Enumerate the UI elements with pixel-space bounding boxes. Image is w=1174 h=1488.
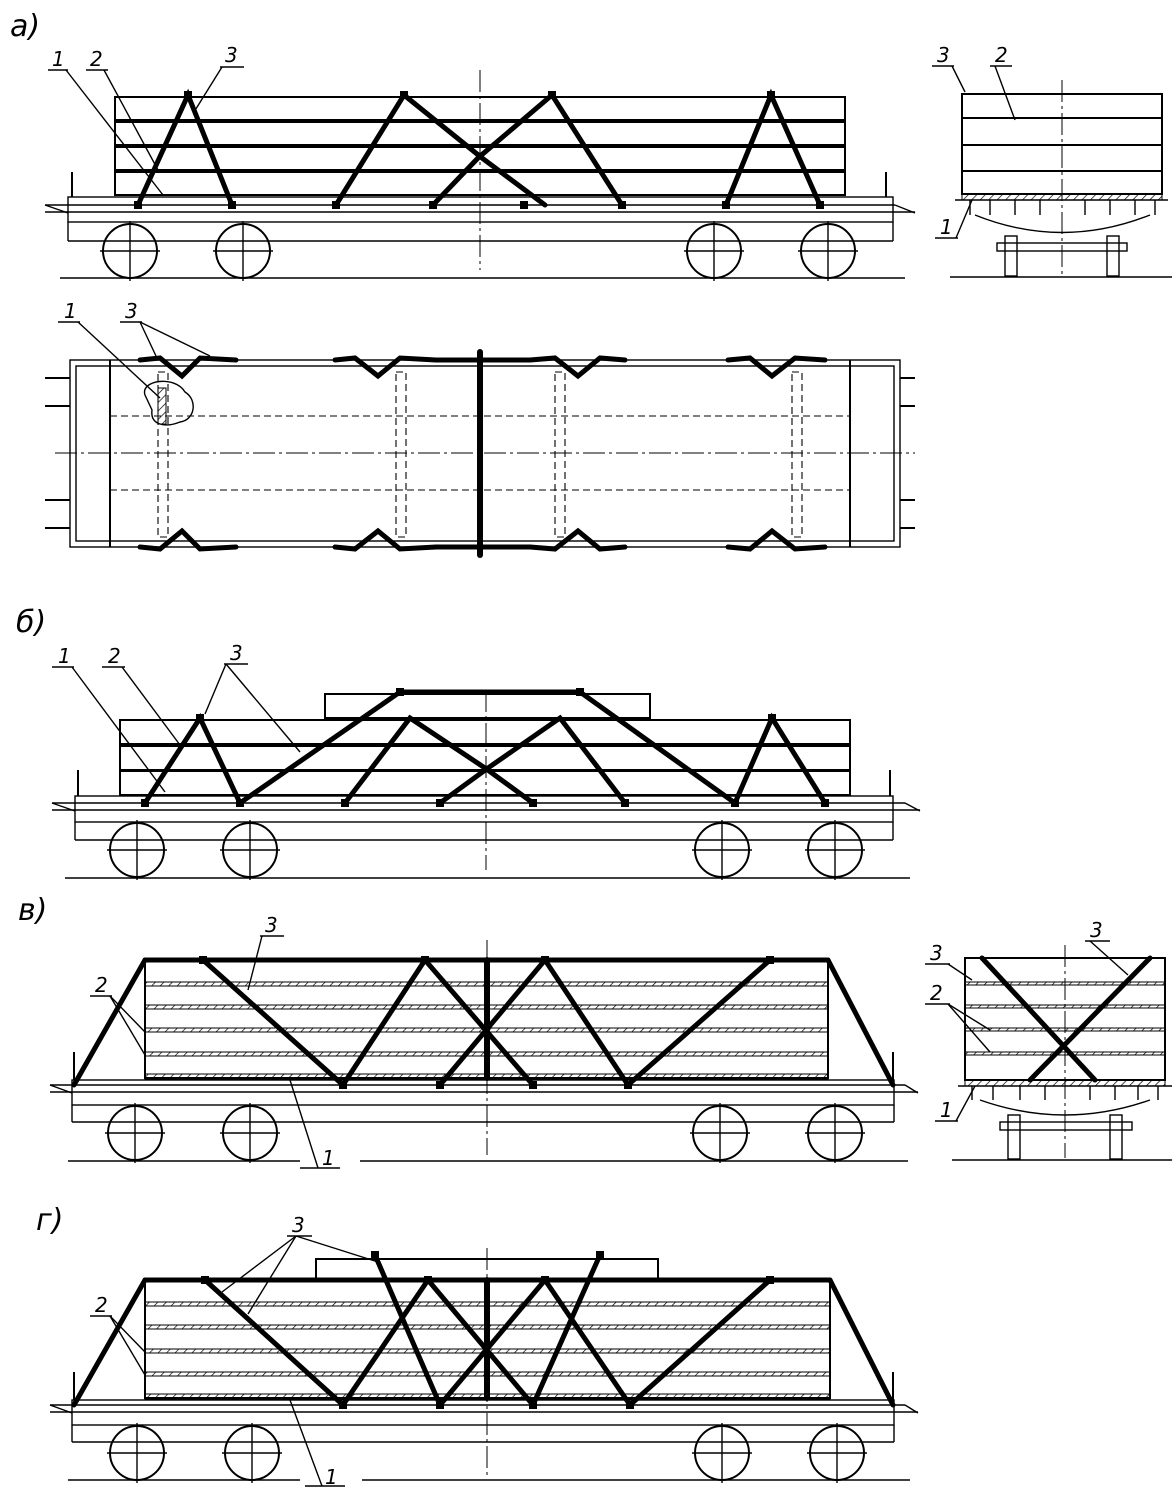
callout-2: 2	[995, 43, 1008, 67]
section-a-side-view: а) 1	[10, 9, 916, 282]
callout-2: 2	[95, 973, 108, 997]
callout-1: 1	[940, 1098, 953, 1122]
section-a-label: а)	[10, 9, 40, 44]
callout-1: 1	[52, 47, 65, 71]
callout-2: 2	[108, 644, 121, 668]
callout-3: 3	[930, 941, 943, 965]
section-v-side-view: в)	[18, 893, 919, 1170]
callout-2: 2	[90, 47, 103, 71]
section-g-side-view: г)	[36, 1203, 919, 1488]
callout-3: 3	[1090, 918, 1103, 942]
section-v-end-view: 3 3 2 1	[925, 918, 1172, 1161]
section-g-label: г)	[36, 1203, 63, 1238]
section-a-end-view: 3 2 1	[932, 43, 1172, 278]
callout-3: 3	[125, 299, 138, 323]
section-v-label: в)	[18, 893, 47, 928]
callout-3: 3	[230, 641, 243, 665]
callout-2: 2	[930, 981, 943, 1005]
callout-1: 1	[940, 215, 953, 239]
callout-1: 1	[58, 644, 71, 668]
section-b-side-view: б) 1	[16, 605, 921, 881]
callout-3: 3	[937, 43, 950, 67]
callout-1: 1	[325, 1465, 338, 1488]
callout-3: 3	[225, 43, 238, 67]
callout-1: 1	[64, 299, 77, 323]
section-a-plan-view: 1 3	[45, 299, 915, 558]
callout-1: 1	[322, 1146, 335, 1170]
section-b-label: б)	[16, 605, 46, 640]
callout-2: 2	[95, 1293, 108, 1317]
callout-3: 3	[265, 913, 278, 937]
callout-3: 3	[292, 1213, 305, 1237]
